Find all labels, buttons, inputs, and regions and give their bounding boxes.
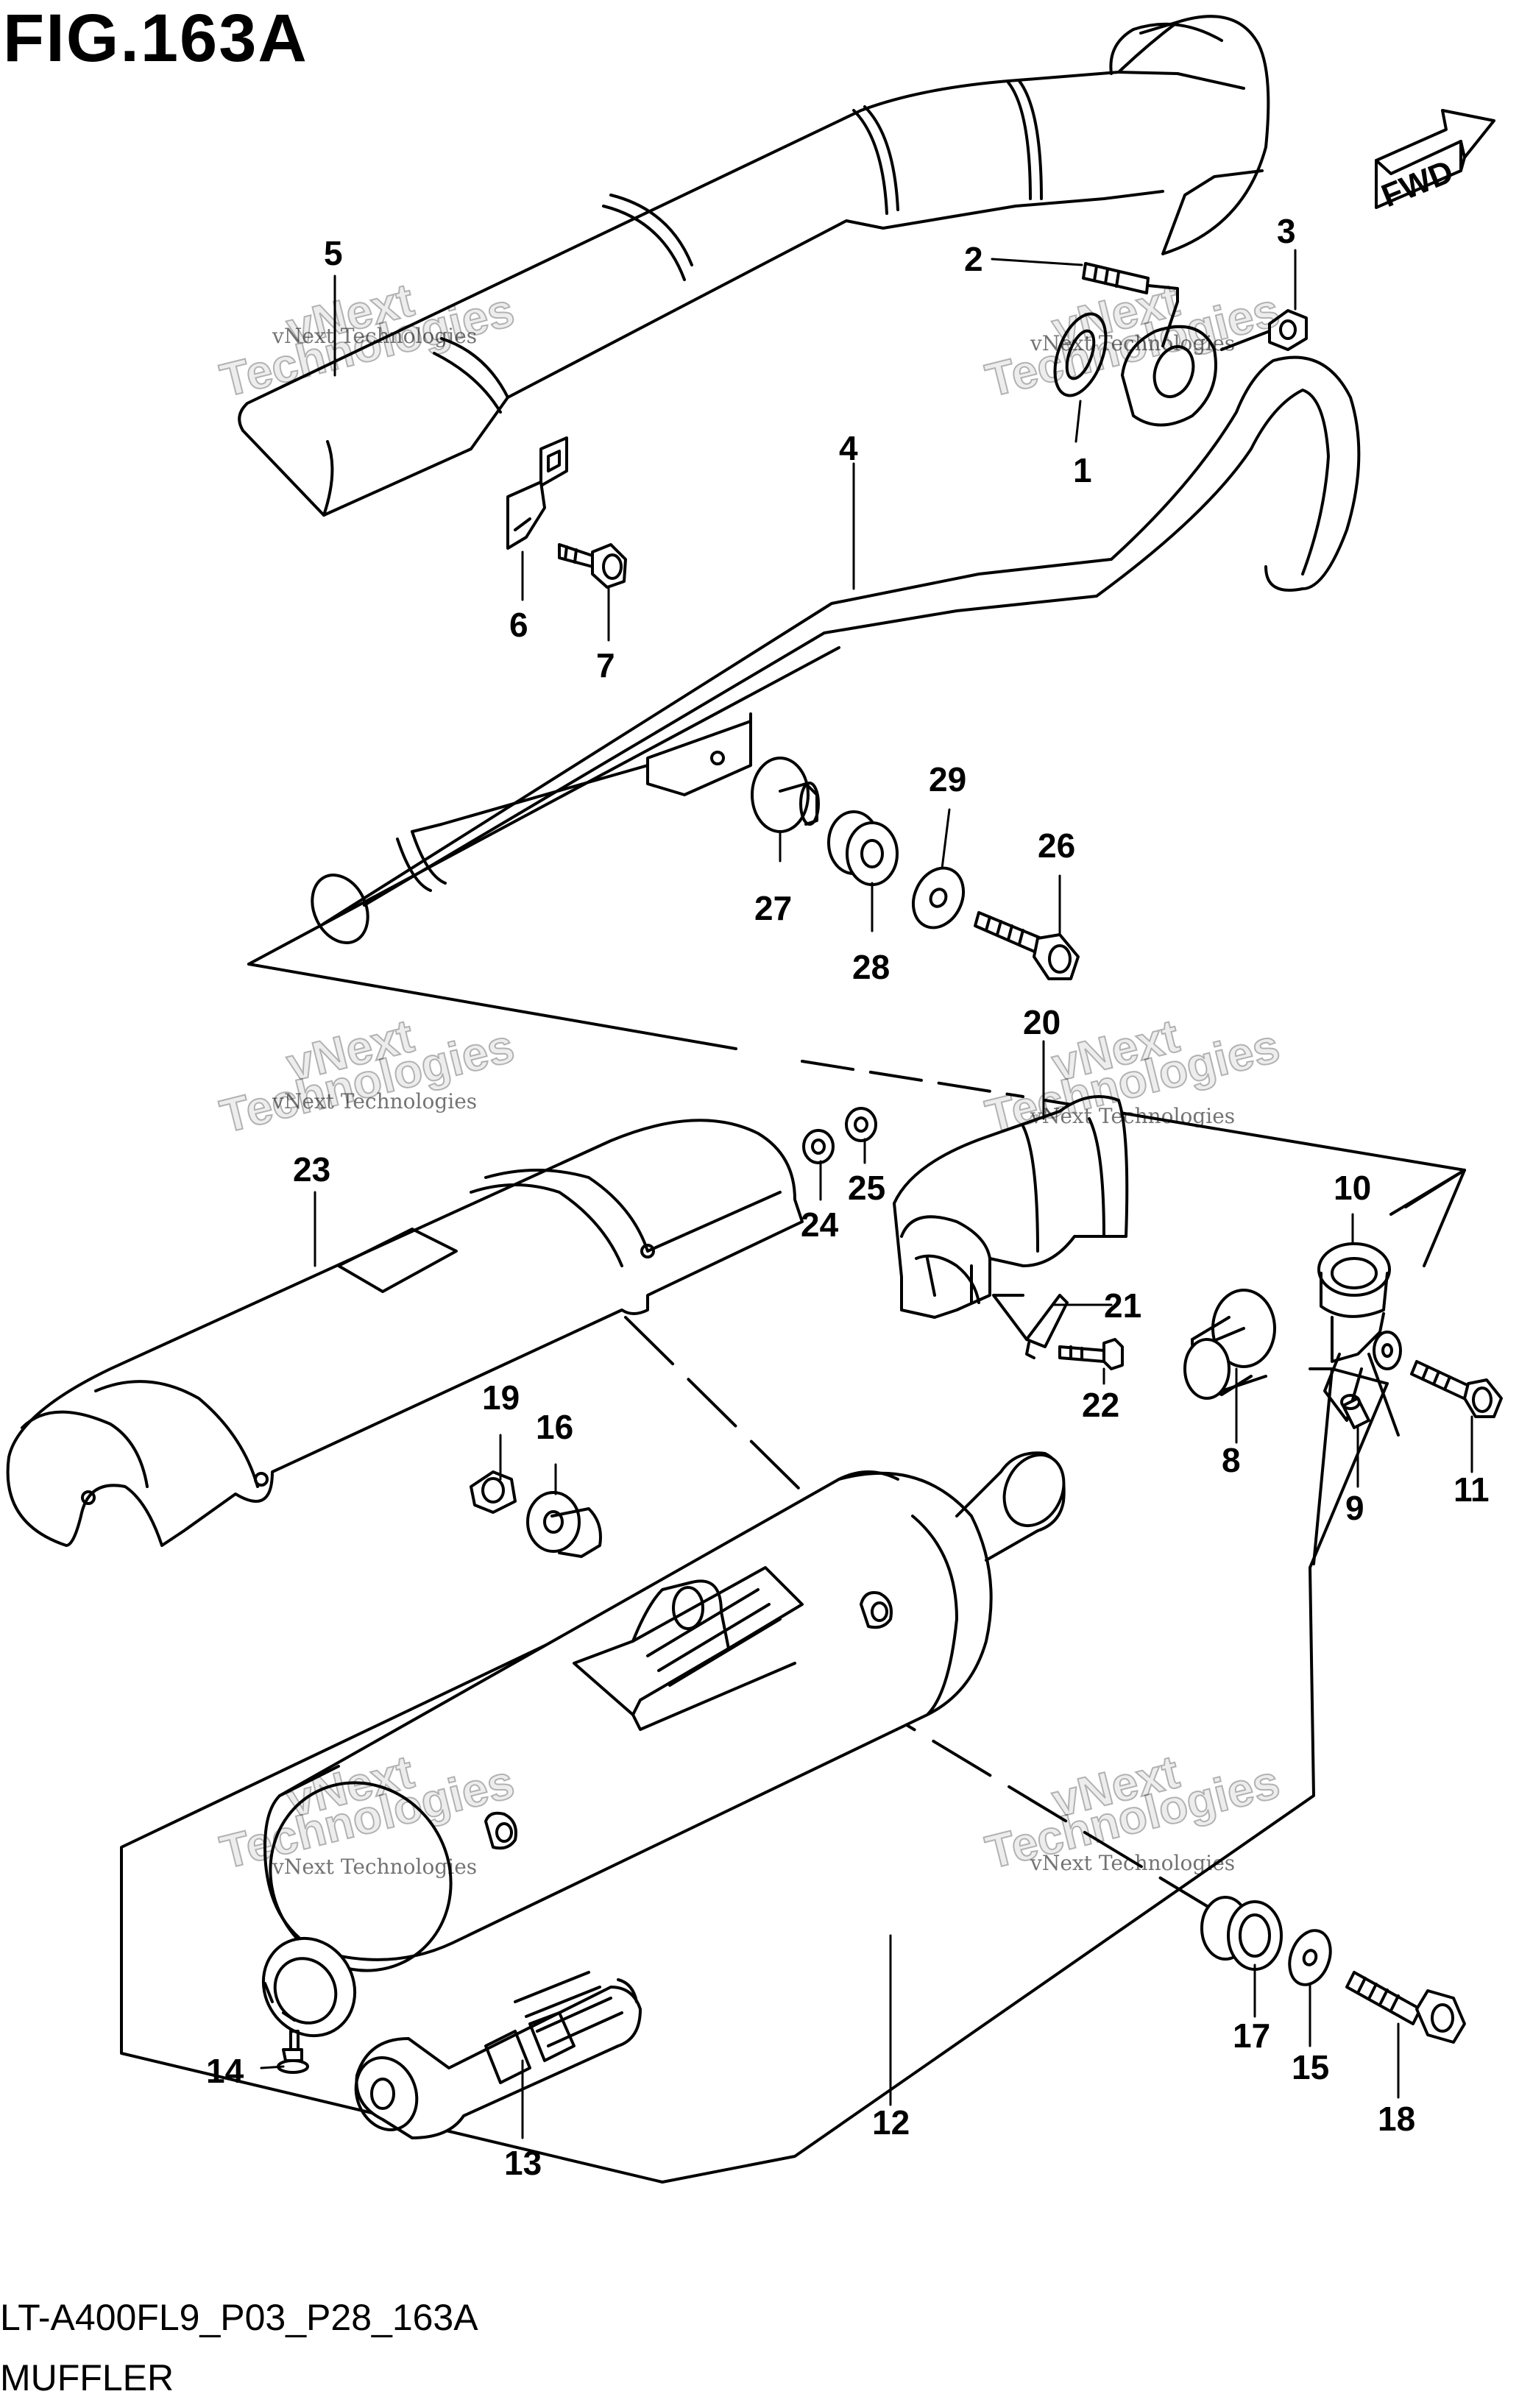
watermark-5: vNext Technologies [272,1855,477,1879]
shield-nut [802,1129,835,1164]
callout-26: 26 [1038,826,1075,865]
shield-washer [845,1107,877,1142]
muffler-grommet [1200,1896,1283,1971]
callout-12: 12 [872,2103,910,2142]
callout-16: 16 [536,1408,573,1446]
callout-8: 8 [1222,1441,1241,1479]
callout-14: 14 [206,2052,244,2090]
exhaust-flange [1121,325,1217,427]
clamp-bush [1183,1289,1276,1400]
drawing-code: LT-A400FL9_P03_P28_163A [0,2297,478,2338]
heat-shield-lower [6,1119,804,1547]
heat-shield-upper [238,15,1270,517]
mount-collar [751,757,820,833]
watermark-text: vNext Technologies [272,1855,478,1879]
mount-bolt [974,911,1080,980]
callout-19: 19 [482,1378,520,1417]
callout-28: 28 [852,948,890,986]
muffler-washer [1288,1929,1332,1986]
callout-7: 7 [596,646,615,684]
spark-arrester [354,1971,642,2139]
callout-23: 23 [293,1150,330,1189]
callout-3: 3 [1277,212,1296,250]
clamp-bolt [1410,1360,1503,1418]
callout-20: 20 [1023,1003,1061,1041]
callout-15: 15 [1292,2048,1329,2086]
clamp-spacer [1340,1394,1370,1429]
mount-grommet [827,810,899,886]
exhaust-pipe [311,355,1361,944]
protector-clip [1025,1294,1069,1359]
pipe-protector [893,1095,1129,1319]
exhaust-clamp [1317,1242,1402,1437]
watermark-text: vNext Technologies [1030,331,1236,355]
callout-13: 13 [504,2144,542,2182]
callout-1: 1 [1073,451,1092,489]
muffler-bolt [1345,1971,1466,2044]
mount-washer [911,866,966,929]
figure-title: FIG.163A [3,1,308,76]
callout-6: 6 [509,606,528,644]
callout-17: 17 [1233,2016,1270,2055]
callout-24: 24 [801,1205,839,1244]
callout-4: 4 [839,429,858,467]
exhaust-stud [1082,262,1179,347]
exhaust-gasket [1053,312,1108,397]
watermark-text: vNext Technologies [272,1089,478,1113]
watermark-2: vNext Technologies [1030,331,1235,355]
watermark-3: vNext Technologies [272,1089,477,1113]
callout-21: 21 [1104,1286,1141,1325]
forward-arrow-icon [1375,109,1495,209]
watermark-text: vNext Technologies [272,324,478,348]
watermark-6: vNext Technologies [1030,1851,1235,1875]
callout-22: 22 [1082,1386,1119,1424]
callout-25: 25 [848,1169,885,1207]
watermark-text: vNext Technologies [1030,1851,1236,1875]
watermark-4: vNext Technologies [1030,1104,1235,1128]
callout-18: 18 [1378,2100,1415,2138]
protector-screw [992,1294,1124,1370]
shield-collar [526,1491,602,1558]
callout-27: 27 [754,889,792,927]
callout-2: 2 [964,240,983,278]
bracket-bolt [558,543,627,589]
callout-11: 11 [1454,1470,1490,1509]
callout-numbers: 1 2 3 4 5 6 7 8 9 10 11 12 13 14 15 16 1… [206,212,1490,2182]
callout-9: 9 [1345,1489,1364,1527]
callout-10: 10 [1334,1169,1371,1207]
shield-collar-nut [470,1470,517,1514]
muffler-body [261,1451,1066,2038]
callout-5: 5 [324,234,343,272]
mounting-bracket [506,436,568,550]
callout-29: 29 [929,760,966,798]
leader-lines [260,249,1473,2139]
drawing-name: MUFFLER [0,2357,174,2398]
flange-nut [1220,309,1308,351]
watermark-1: vNext Technologies [272,324,477,348]
watermark-text: vNext Technologies [1030,1104,1236,1128]
